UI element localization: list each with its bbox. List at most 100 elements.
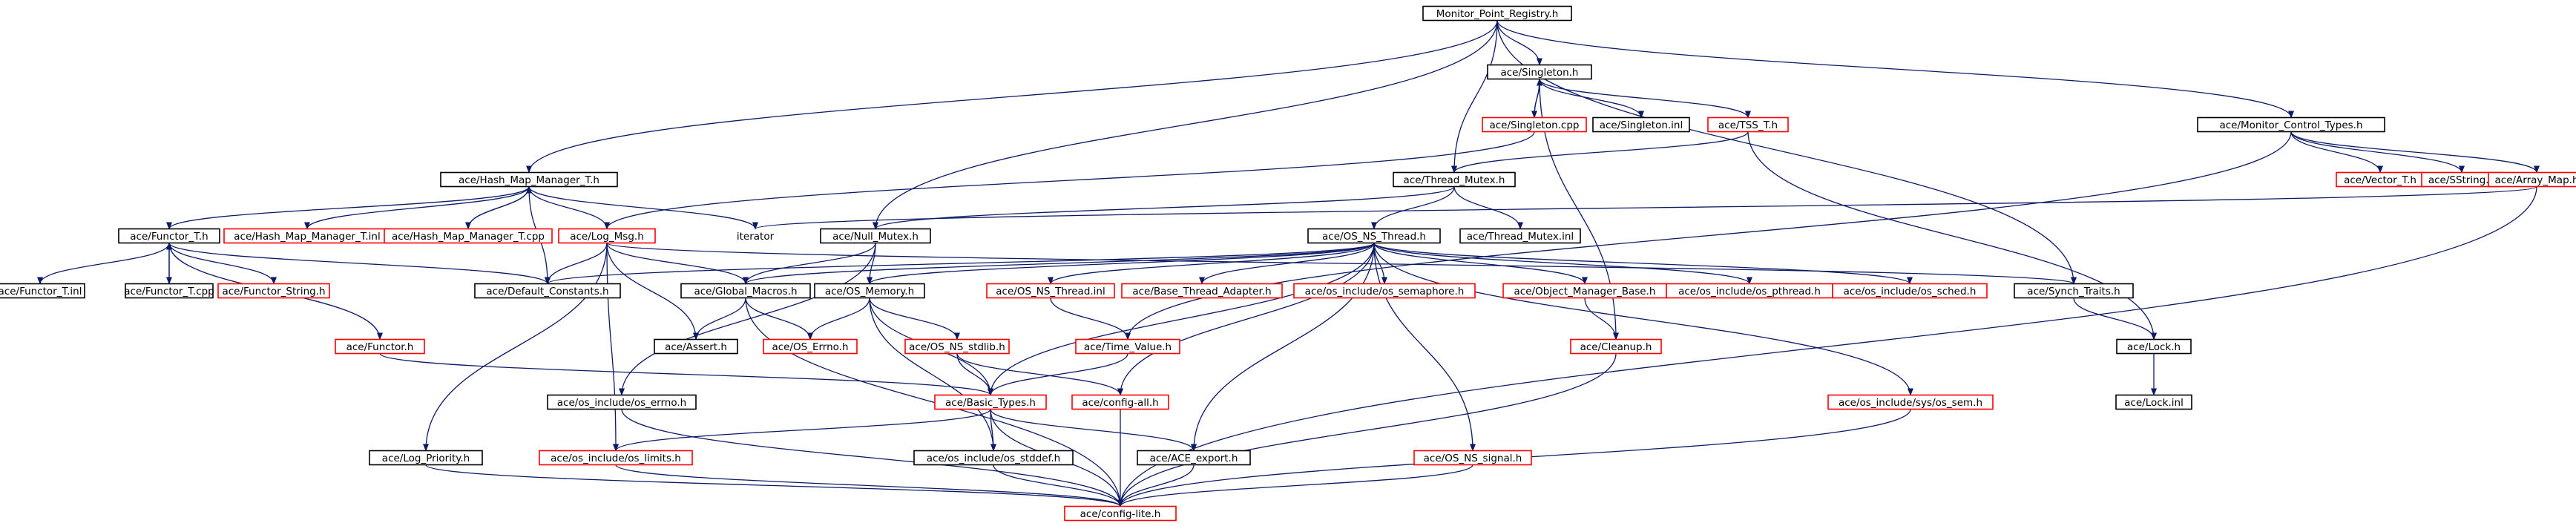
node-default_constants[interactable]: ace/Default_Constants.h [474,283,621,299]
node-root[interactable]: Monitor_Point_Registry.h [1422,5,1572,22]
edge-log_msg-to-global_macros [606,243,749,285]
node-os_pthread[interactable]: ace/os_include/os_pthread.h [1666,283,1833,299]
node-os_stddef[interactable]: ace/os_include/os_stddef.h [913,450,1074,466]
node-monitor_control_types[interactable]: ace/Monitor_Control_Types.h [2197,116,2385,133]
node-thread_mutex_inl[interactable]: ace/Thread_Mutex.inl [1459,228,1581,244]
edge-os_ns_thread-to-ace_export [1191,243,1375,452]
node-label-os_limits: ace/os_include/os_limits.h [551,453,681,464]
node-singleton_inl[interactable]: ace/Singleton.inl [1592,116,1690,133]
node-os_ns_signal[interactable]: ace/OS_NS_signal.h [1413,450,1532,466]
node-os_semaphore[interactable]: ace/os_include/os_semaphore.h [1293,283,1476,299]
node-object_manager_base[interactable]: ace/Object_Manager_Base.h [1502,283,1667,299]
node-label-thread_mutex_inl: ace/Thread_Mutex.inl [1467,231,1574,243]
node-array_map[interactable]: ace/Array_Map.h [2488,171,2576,188]
edge-os_ns_thread-to-base_thread_adapter [1199,243,1375,285]
node-base_thread_adapter[interactable]: ace/Base_Thread_Adapter.h [1121,283,1283,299]
node-os_limits[interactable]: ace/os_include/os_limits.h [539,450,693,466]
node-label-os_ns_thread_inl: ace/OS_NS_Thread.inl [996,286,1105,297]
node-functor_t_cpp[interactable]: ace/Functor_T.cpp [124,283,214,299]
node-vector_t[interactable]: ace/Vector_T.h [2336,171,2425,188]
node-tss_t[interactable]: ace/TSS_T.h [1707,116,1789,133]
edge-os_stddef-to-config_lite [993,464,1123,507]
node-hash_map_manager_t_inl[interactable]: ace/Hash_Map_Manager_T.inl [223,228,391,244]
node-functor_t_inl[interactable]: ace/Functor_T.inl [0,283,85,299]
node-label-singleton_inl: ace/Singleton.inl [1600,119,1683,131]
node-hash_map_manager_t_cpp[interactable]: ace/Hash_Map_Manager_T.cpp [384,228,553,244]
node-label-os_semaphore: ace/os_include/os_semaphore.h [1305,286,1465,297]
node-global_macros[interactable]: ace/Global_Macros.h [680,283,811,299]
edge-global_macros-to-os_errno [745,297,813,341]
edge-array_map-to-config_lite [1117,186,2537,507]
node-basic_types[interactable]: ace/Basic_Types.h [934,394,1047,410]
node-singleton_cpp[interactable]: ace/Singleton.cpp [1482,116,1587,133]
node-box-lock_inl [2115,394,2192,410]
node-box-functor_h [335,338,425,355]
node-box-lock_h [2116,338,2192,355]
node-functor_t[interactable]: ace/Functor_T.h [118,228,220,244]
edge-os_memory-to-os_stddef [869,297,996,452]
node-ace_export[interactable]: ace/ACE_export.h [1137,450,1251,466]
node-box-config_lite [1064,505,1177,522]
node-config_lite[interactable]: ace/config-lite.h [1064,505,1177,522]
node-label-hash_map_manager_t_cpp: ace/Hash_Map_Manager_T.cpp [392,231,545,243]
node-box-default_constants [474,283,621,299]
edge-monitor_control_types-to-array_map [2290,131,2540,174]
node-synch_traits[interactable]: ace/Synch_Traits.h [2014,283,2134,299]
node-box-singleton_h [1487,64,1592,80]
edge-os_ns_thread-to-basic_types [988,243,1375,396]
node-functor_h[interactable]: ace/Functor.h [335,338,425,355]
node-box-os_ns_stdlib [904,338,1010,355]
node-assert_h[interactable]: ace/Assert.h [654,338,738,355]
edge-monitor_control_types-to-vector_t [2290,131,2383,174]
edge-os_ns_thread-to-config_all [1117,243,1375,396]
node-box-tss_t [1707,116,1789,133]
node-os_include_os_errno[interactable]: ace/os_include/os_errno.h [547,394,697,410]
edge-os_ns_thread-to-os_sched [1373,242,1913,285]
edge-os_ns_thread-to-default_constants [545,242,1375,285]
node-box-synch_traits [2014,283,2134,299]
node-os_sched[interactable]: ace/os_include/os_sched.h [1832,283,1988,299]
node-label-config_all: ace/config-all.h [1082,397,1158,409]
edge-thread_mutex-to-os_ns_thread [1371,186,1455,230]
node-label-null_mutex: ace/Null_Mutex.h [832,231,919,243]
node-lock_inl[interactable]: ace/Lock.inl [2115,394,2192,410]
node-log_priority[interactable]: ace/Log_Priority.h [369,450,483,466]
node-null_mutex[interactable]: ace/Null_Mutex.h [820,228,931,244]
node-thread_mutex[interactable]: ace/Thread_Mutex.h [1393,171,1516,188]
node-os_sem[interactable]: ace/os_include/sys/os_sem.h [1827,394,1994,410]
node-lock_h[interactable]: ace/Lock.h [2116,338,2192,355]
edge-hash_map_manager_t-to-functor_t [166,186,530,230]
node-box-global_macros [680,283,811,299]
edge-os_limits-to-config_lite [615,464,1123,507]
node-label-os_ns_thread: ace/OS_NS_Thread.h [1322,231,1426,243]
node-os_errno[interactable]: ace/OS_Errno.h [763,338,858,355]
edge-os_ns_signal-to-config_lite [1117,464,1473,507]
node-hash_map_manager_t[interactable]: ace/Hash_Map_Manager_T.h [440,171,618,188]
node-label-os_include_os_errno: ace/os_include/os_errno.h [557,397,686,409]
edge-os_ns_stdlib-to-config_all [956,353,1123,396]
edge-os_ns_thread-to-os_ns_thread_inl [1048,243,1375,285]
node-box-singleton_inl [1592,116,1690,133]
node-os_memory[interactable]: ace/OS_Memory.h [814,283,925,299]
node-log_msg[interactable]: ace/Log_Msg.h [558,228,656,244]
node-box-time_value [1075,338,1180,355]
edge-os_ns_thread-to-os_pthread [1373,242,1752,285]
node-config_all[interactable]: ace/config-all.h [1071,394,1169,410]
node-label-functor_t_cpp: ace/Functor_T.cpp [124,286,214,297]
node-label-thread_mutex: ace/Thread_Mutex.h [1404,174,1505,186]
node-cleanup[interactable]: ace/Cleanup.h [1570,338,1662,355]
node-os_ns_thread[interactable]: ace/OS_NS_Thread.h [1307,228,1441,244]
node-label-os_ns_stdlib: ace/OS_NS_stdlib.h [909,341,1005,353]
node-singleton_h[interactable]: ace/Singleton.h [1487,64,1592,80]
node-os_ns_thread_inl[interactable]: ace/OS_NS_Thread.inl [986,283,1115,299]
node-label-os_stddef: ace/os_include/os_stddef.h [927,453,1060,464]
edge-synch_traits-to-lock_h [2073,297,2157,341]
node-functor_string[interactable]: ace/Functor_String.h [217,283,330,299]
node-box-hash_map_manager_t [440,171,618,188]
node-label-base_thread_adapter: ace/Base_Thread_Adapter.h [1132,286,1271,297]
node-time_value[interactable]: ace/Time_Value.h [1075,338,1180,355]
node-box-hash_map_manager_t_cpp [384,228,553,244]
node-sstring[interactable]: ace/SString.h [2421,171,2503,188]
node-os_ns_stdlib[interactable]: ace/OS_NS_stdlib.h [904,338,1010,355]
